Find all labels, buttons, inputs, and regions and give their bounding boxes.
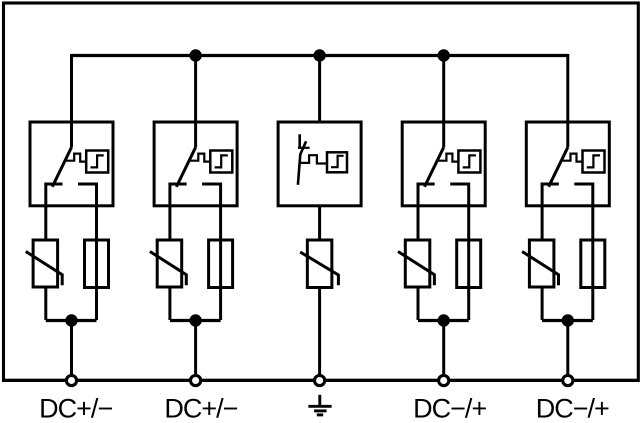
svg-text:DC−/+: DC−/+: [536, 393, 609, 423]
svg-text:DC−/+: DC−/+: [413, 393, 486, 423]
svg-text:DC+/−: DC+/−: [164, 393, 237, 423]
svg-text:DC+/−: DC+/−: [39, 393, 112, 423]
